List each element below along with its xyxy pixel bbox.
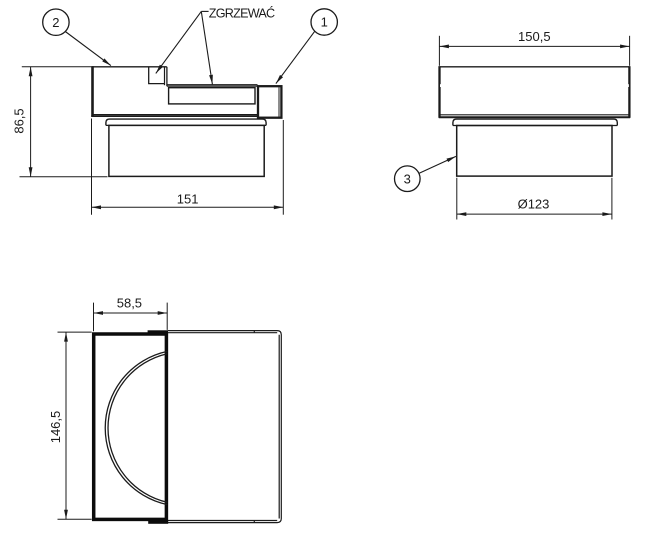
svg-text:2: 2 [52, 15, 59, 30]
svg-text:146,5: 146,5 [48, 411, 63, 444]
svg-text:86,5: 86,5 [12, 108, 27, 133]
svg-text:3: 3 [404, 171, 411, 186]
svg-text:Ø123: Ø123 [518, 196, 550, 211]
svg-text:1: 1 [321, 15, 328, 30]
svg-text:ZGRZEWAĆ: ZGRZEWAĆ [209, 5, 275, 20]
svg-text:58,5: 58,5 [117, 296, 142, 311]
svg-text:151: 151 [177, 191, 199, 206]
svg-text:150,5: 150,5 [518, 29, 551, 44]
